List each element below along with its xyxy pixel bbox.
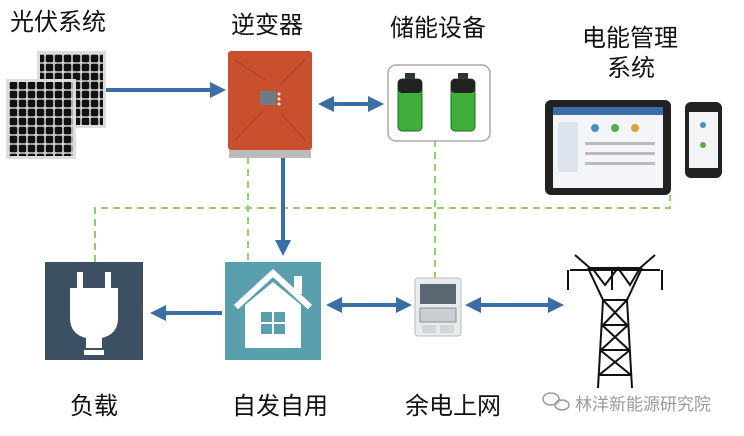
storage-label: 储能设备 bbox=[390, 14, 486, 42]
grid-export-label: 余电上网 bbox=[405, 392, 501, 420]
pv-label: 光伏系统 bbox=[10, 8, 106, 36]
control-lines bbox=[94, 140, 671, 280]
inverter-icon bbox=[228, 51, 312, 158]
house-icon bbox=[225, 262, 321, 360]
plug-icon bbox=[45, 262, 143, 360]
inverter-label: 逆变器 bbox=[231, 11, 303, 39]
flow-arrows bbox=[106, 82, 564, 321]
tablet-icon bbox=[545, 100, 671, 195]
watermark-text: 林洋新能源研究院 bbox=[575, 395, 711, 415]
watermark: 林洋新能源研究院 bbox=[542, 392, 711, 415]
load-label: 负载 bbox=[70, 392, 118, 420]
power-tower-icon bbox=[567, 254, 663, 389]
solar-panel-icon bbox=[6, 51, 106, 159]
phone-icon bbox=[685, 102, 722, 178]
battery-icon bbox=[387, 64, 491, 142]
self-use-label: 自发自用 bbox=[232, 392, 328, 420]
ems-label-line1: 电能管理 bbox=[582, 24, 678, 52]
wechat-icon bbox=[542, 392, 570, 411]
meter-icon bbox=[414, 277, 462, 337]
ems-label-line2: 系统 bbox=[607, 54, 655, 82]
